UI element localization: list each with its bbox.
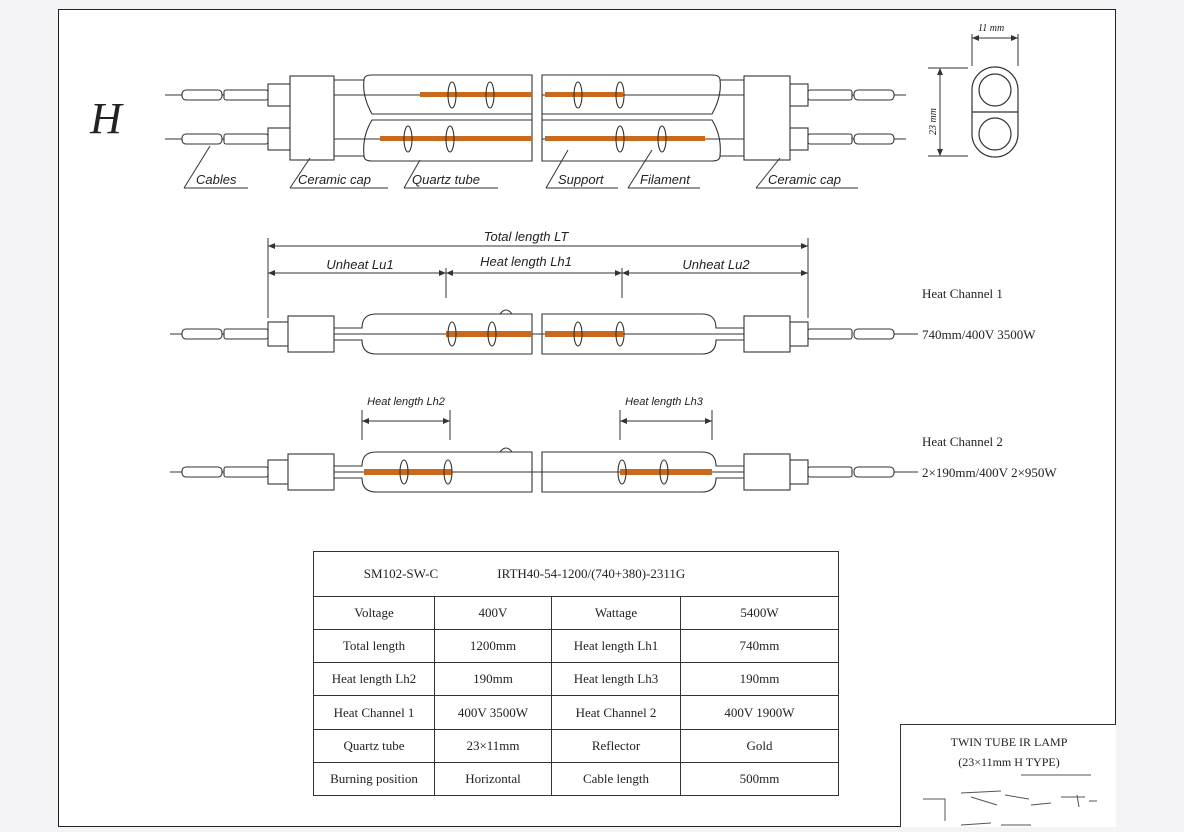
channel-1-filament xyxy=(446,331,623,337)
channel-2-dims xyxy=(361,410,713,440)
table-row: Voltage 400V Wattage 5400W xyxy=(313,595,839,631)
label-cables: Cables xyxy=(196,172,237,187)
label-heat-3: Heat length Lh3 xyxy=(625,396,704,408)
label-heat-2: Heat length Lh2 xyxy=(367,396,445,408)
channel-2-spec: 2×190mm/400V 2×950W xyxy=(922,465,1057,480)
label-ceramic-cap-right: Ceramic cap xyxy=(768,172,841,187)
part-leaders xyxy=(183,145,858,189)
twin-tube-top xyxy=(165,74,906,162)
channel-1-name: Heat Channel 1 xyxy=(922,286,1003,301)
label-total-length: Total length LT xyxy=(484,229,570,244)
table-row: Heat Channel 1 400V 3500W Heat Channel 2… xyxy=(313,695,839,730)
channel-1-supports xyxy=(447,321,625,347)
channel-1-tube xyxy=(170,309,912,355)
model-letter: H xyxy=(89,94,124,143)
title-block: TWIN TUBE IR LAMP (23×11mm H TYPE) xyxy=(900,724,1116,827)
label-unheat-2: Unheat Lu2 xyxy=(682,257,750,272)
channel-2-supports xyxy=(399,459,669,485)
table-row: Heat length Lh2 190mm Heat length Lh3 19… xyxy=(313,662,839,697)
label-filament: Filament xyxy=(640,172,691,187)
cross-section xyxy=(971,66,1019,158)
label-unheat-1: Unheat Lu1 xyxy=(326,257,393,272)
model-number: SM102-SW-C xyxy=(363,566,439,581)
spec-table: SM102-SW-C IRTH40-54-1200/(740+380)-2311… xyxy=(313,551,839,797)
table-header-row: SM102-SW-C IRTH40-54-1200/(740+380)-2311… xyxy=(313,551,839,597)
label-quartz-tube: Quartz tube xyxy=(412,172,480,187)
filament-top xyxy=(380,92,705,141)
label-support: Support xyxy=(558,172,605,187)
table-row: Quartz tube 23×11mm Reflector Gold xyxy=(313,728,839,763)
label-ceramic-cap-left: Ceramic cap xyxy=(298,172,371,187)
support-rings-top xyxy=(403,81,667,153)
channel-2-tube xyxy=(170,447,918,493)
table-row: Burning position Horizontal Cable length… xyxy=(313,761,839,797)
section-dim-lines xyxy=(928,34,1019,157)
product-code: IRTH40-54-1200/(740+380)-2311G xyxy=(497,566,686,581)
dim-height: 23 mm xyxy=(928,108,939,135)
title-line-1: TWIN TUBE IR LAMP xyxy=(950,735,1068,749)
table-row: Total length 1200mm Heat length Lh1 740m… xyxy=(313,629,839,664)
channel-1-spec: 740mm/400V 3500W xyxy=(922,327,1036,342)
length-dims xyxy=(267,238,809,318)
title-block-scribbles xyxy=(923,774,1097,826)
dim-width: 11 mm xyxy=(978,23,1004,34)
label-heat-1: Heat length Lh1 xyxy=(480,254,572,269)
title-line-2: (23×11mm H TYPE) xyxy=(958,755,1060,769)
channel-2-name: Heat Channel 2 xyxy=(922,434,1003,449)
